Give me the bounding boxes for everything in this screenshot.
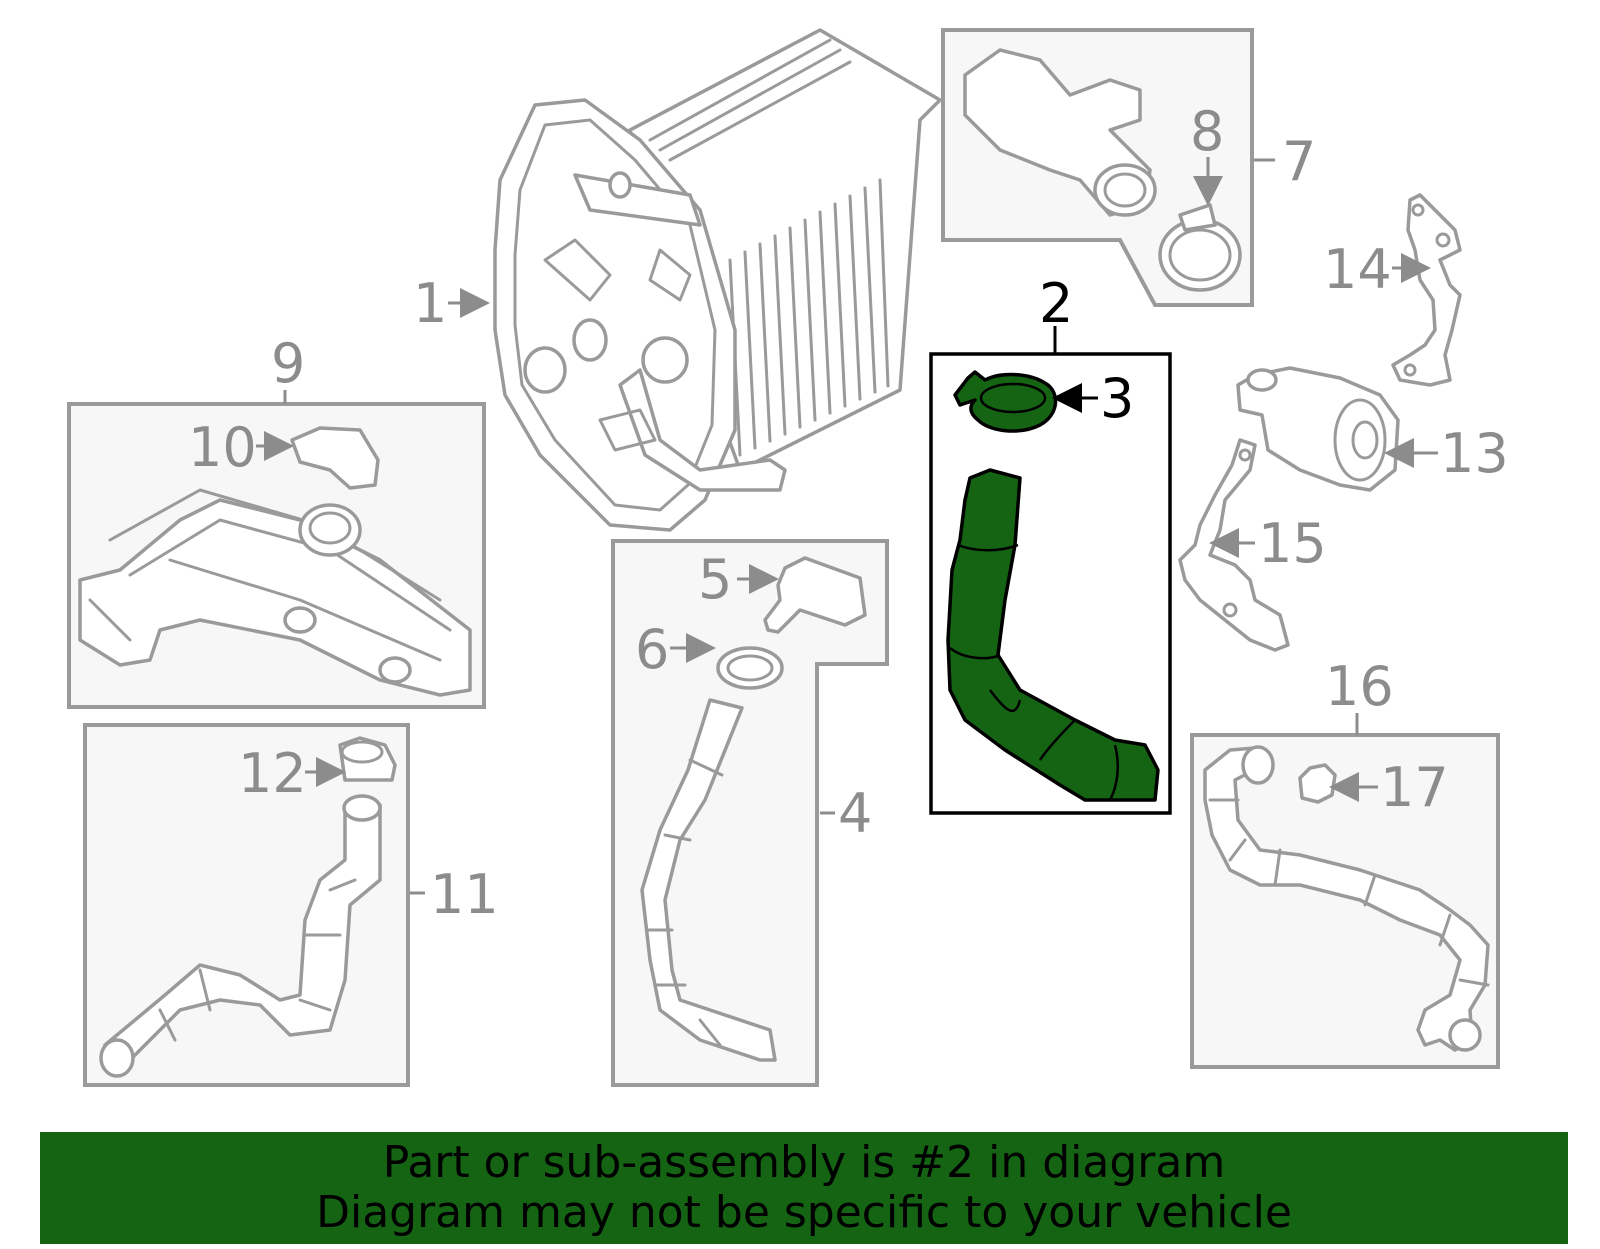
info-banner: Part or sub-assembly is #2 in diagram Di…: [40, 1132, 1568, 1244]
callout-box-11: [83, 723, 410, 1087]
callout-6: 6: [635, 618, 669, 681]
callout-9: 9: [271, 332, 305, 395]
callout-4: 4: [838, 782, 872, 845]
callout-5: 5: [698, 548, 732, 611]
callout-15: 15: [1258, 512, 1327, 575]
parts-diagram: 1 2 3 4 5 6 7 8 9 10 11 12 13 14 15 16 1…: [67, 28, 1509, 1087]
callout-11: 11: [430, 863, 499, 926]
callout-10: 10: [188, 416, 257, 479]
callout-box-9: [67, 402, 486, 709]
callout-16: 16: [1325, 655, 1394, 718]
callout-3: 3: [1100, 367, 1134, 430]
callout-box-4: [611, 539, 889, 1087]
callout-14: 14: [1323, 238, 1392, 301]
leader-lines: [256, 157, 1438, 895]
callout-1: 1: [413, 272, 447, 335]
bracket-part-15: [1178, 438, 1290, 652]
banner-line-2: Diagram may not be specific to your vehi…: [316, 1187, 1292, 1238]
callout-box-7: [941, 28, 1254, 307]
callout-7: 7: [1282, 130, 1316, 193]
callout-13: 13: [1440, 422, 1509, 485]
hose-part-2: [946, 468, 1160, 802]
callout-12: 12: [238, 742, 307, 805]
callout-box-16: [1190, 733, 1500, 1069]
callout-8: 8: [1190, 100, 1224, 163]
pump-part-13: [1236, 366, 1400, 492]
banner-line-1: Part or sub-assembly is #2 in diagram: [382, 1137, 1226, 1188]
bracket-part-14: [1391, 193, 1462, 387]
callout-17: 17: [1380, 756, 1449, 819]
callout-labels: 1 2 3 4 5 6 7 8 9 10 11 12 13 14 15 16 1…: [188, 100, 1509, 926]
intercooler-part-1: [493, 28, 942, 532]
callout-box-2-highlighted: [929, 352, 1172, 815]
callout-2: 2: [1039, 272, 1073, 335]
